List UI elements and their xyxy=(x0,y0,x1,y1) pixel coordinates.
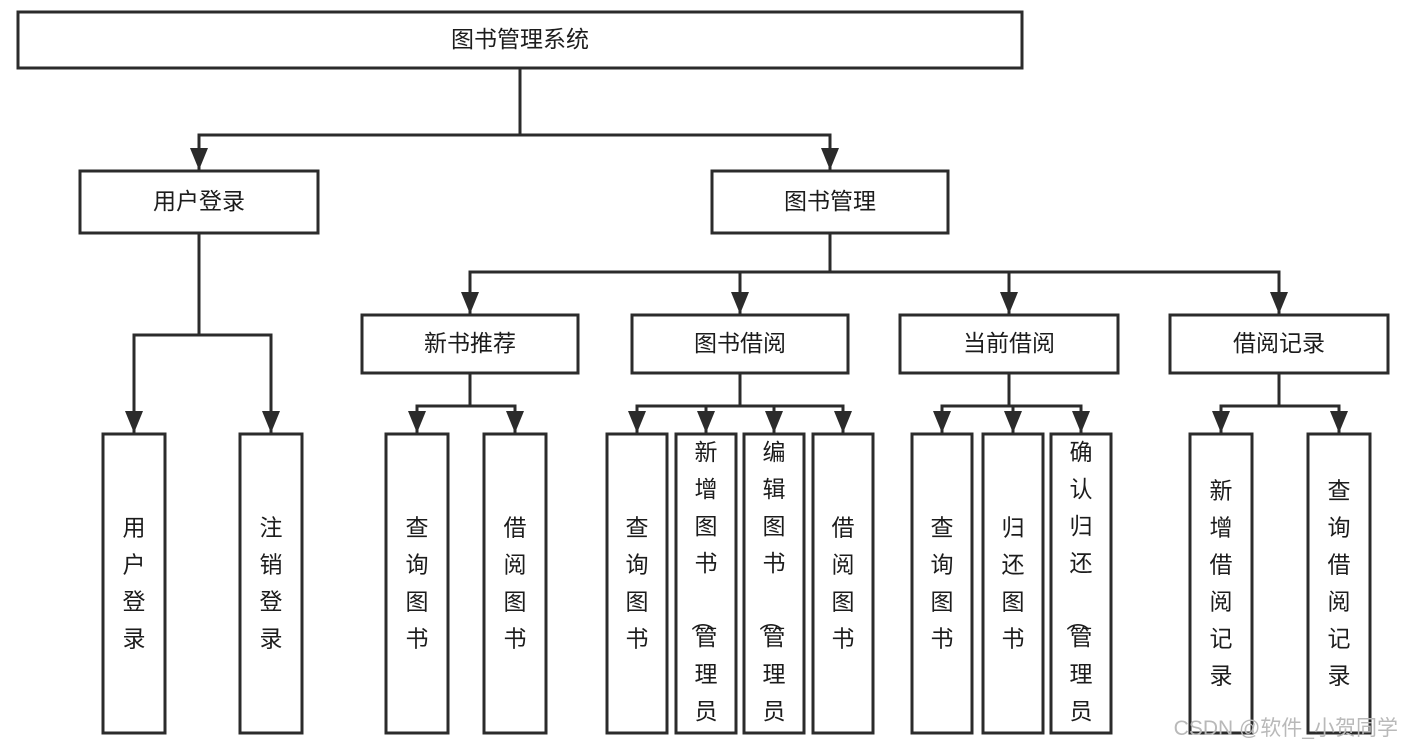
node-box[interactable] xyxy=(898,313,1120,375)
leaf-node-box[interactable] xyxy=(101,432,167,735)
leaf-node-box[interactable] xyxy=(1188,432,1254,735)
node-level3-新书推荐[interactable]: 新书推荐 xyxy=(360,313,580,375)
node-label: 图书借阅 xyxy=(694,330,786,356)
node-box[interactable] xyxy=(360,313,580,375)
nodes-layer: 图书管理系统用户登录图书管理新书推荐图书借阅当前借阅借阅记录用户登录注销登录查询… xyxy=(16,10,1390,747)
leaf-node-label: 归还图书 xyxy=(1002,515,1025,652)
leaf-node-label: 用户登录 xyxy=(123,515,146,652)
arrow-head-icon xyxy=(1072,411,1090,433)
node-level3-图书借阅[interactable]: 图书借阅 xyxy=(630,313,850,375)
arrow-head-icon xyxy=(1000,292,1018,314)
arrow-head-icon xyxy=(1212,411,1230,433)
leaf-node-注销登录[interactable]: 注销登录 xyxy=(238,432,304,735)
leaf-node-label: 借阅图书 xyxy=(504,515,527,652)
arrow-head-icon xyxy=(506,411,524,433)
arrow-head-icon xyxy=(125,411,143,433)
leaf-node-box[interactable] xyxy=(482,432,548,735)
leaf-node-box[interactable] xyxy=(811,432,875,735)
arrow-head-icon xyxy=(262,411,280,433)
node-label: 图书管理系统 xyxy=(451,26,589,52)
leaf-node-box[interactable] xyxy=(384,432,450,735)
leaf-node-box[interactable] xyxy=(238,432,304,735)
leaf-node-查询图书[interactable]: 查询图书 xyxy=(384,432,450,735)
arrow-head-icon xyxy=(697,411,715,433)
leaf-node-label: 新增图书（管理员） xyxy=(690,439,718,747)
node-box[interactable] xyxy=(710,169,950,235)
leaf-node-box[interactable] xyxy=(605,432,669,735)
leaf-node-查询图书[interactable]: 查询图书 xyxy=(910,432,974,735)
node-label: 图书管理 xyxy=(784,188,876,214)
leaf-node-label: 查询图书 xyxy=(626,515,649,652)
leaf-node-box[interactable] xyxy=(674,432,738,735)
leaf-node-label: 查询图书 xyxy=(931,515,954,652)
leaf-node-label: 新增借阅记录 xyxy=(1210,478,1233,689)
leaf-node-label: 编辑图书（管理员） xyxy=(758,439,786,747)
leaf-node-借阅图书[interactable]: 借阅图书 xyxy=(482,432,548,735)
node-root-图书管理系统[interactable]: 图书管理系统 xyxy=(16,10,1024,70)
arrow-head-icon xyxy=(461,292,479,314)
node-level3-借阅记录[interactable]: 借阅记录 xyxy=(1168,313,1390,375)
arrow-head-icon xyxy=(834,411,852,433)
leaf-node-查询借阅记录[interactable]: 查询借阅记录 xyxy=(1306,432,1372,735)
arrow-head-icon xyxy=(190,148,208,170)
leaf-node-编辑图书管理员[interactable]: 编辑图书（管理员） xyxy=(742,432,806,747)
node-level3-当前借阅[interactable]: 当前借阅 xyxy=(898,313,1120,375)
leaf-node-box[interactable] xyxy=(742,432,806,735)
leaf-node-新增借阅记录[interactable]: 新增借阅记录 xyxy=(1188,432,1254,735)
arrow-head-icon xyxy=(1270,292,1288,314)
leaf-node-借阅图书[interactable]: 借阅图书 xyxy=(811,432,875,735)
node-level2-用户登录[interactable]: 用户登录 xyxy=(78,169,320,235)
leaf-node-归还图书[interactable]: 归还图书 xyxy=(981,432,1045,735)
connectors-layer xyxy=(125,66,1348,434)
node-level2-图书管理[interactable]: 图书管理 xyxy=(710,169,950,235)
node-box[interactable] xyxy=(16,10,1024,70)
node-label: 当前借阅 xyxy=(963,330,1055,356)
node-label: 借阅记录 xyxy=(1233,330,1325,356)
node-label: 新书推荐 xyxy=(424,330,516,356)
arrow-head-icon xyxy=(933,411,951,433)
leaf-node-label: 借阅图书 xyxy=(832,515,855,652)
node-box[interactable] xyxy=(1168,313,1390,375)
leaf-node-label: 注销登录 xyxy=(260,515,283,652)
leaf-node-用户登录[interactable]: 用户登录 xyxy=(101,432,167,735)
node-box[interactable] xyxy=(78,169,320,235)
leaf-node-label: 查询借阅记录 xyxy=(1328,478,1351,689)
arrow-head-icon xyxy=(731,292,749,314)
leaf-node-label: 确认归还（管理员） xyxy=(1065,439,1093,747)
leaf-node-box[interactable] xyxy=(1049,432,1113,735)
arrow-head-icon xyxy=(628,411,646,433)
leaf-node-box[interactable] xyxy=(910,432,974,735)
arrow-head-icon xyxy=(408,411,426,433)
csdn-watermark: CSDN @软件_小贺同学 xyxy=(1174,717,1398,740)
leaf-node-确认归还管理员[interactable]: 确认归还（管理员） xyxy=(1049,432,1113,747)
arrow-head-icon xyxy=(765,411,783,433)
arrow-head-icon xyxy=(1004,411,1022,433)
leaf-node-新增图书管理员[interactable]: 新增图书（管理员） xyxy=(674,432,738,747)
leaf-node-box[interactable] xyxy=(1306,432,1372,735)
leaf-node-查询图书[interactable]: 查询图书 xyxy=(605,432,669,735)
leaf-node-label: 查询图书 xyxy=(406,515,429,652)
node-box[interactable] xyxy=(630,313,850,375)
arrow-head-icon xyxy=(821,148,839,170)
arrow-head-icon xyxy=(1330,411,1348,433)
node-label: 用户登录 xyxy=(153,188,245,214)
leaf-node-box[interactable] xyxy=(981,432,1045,735)
